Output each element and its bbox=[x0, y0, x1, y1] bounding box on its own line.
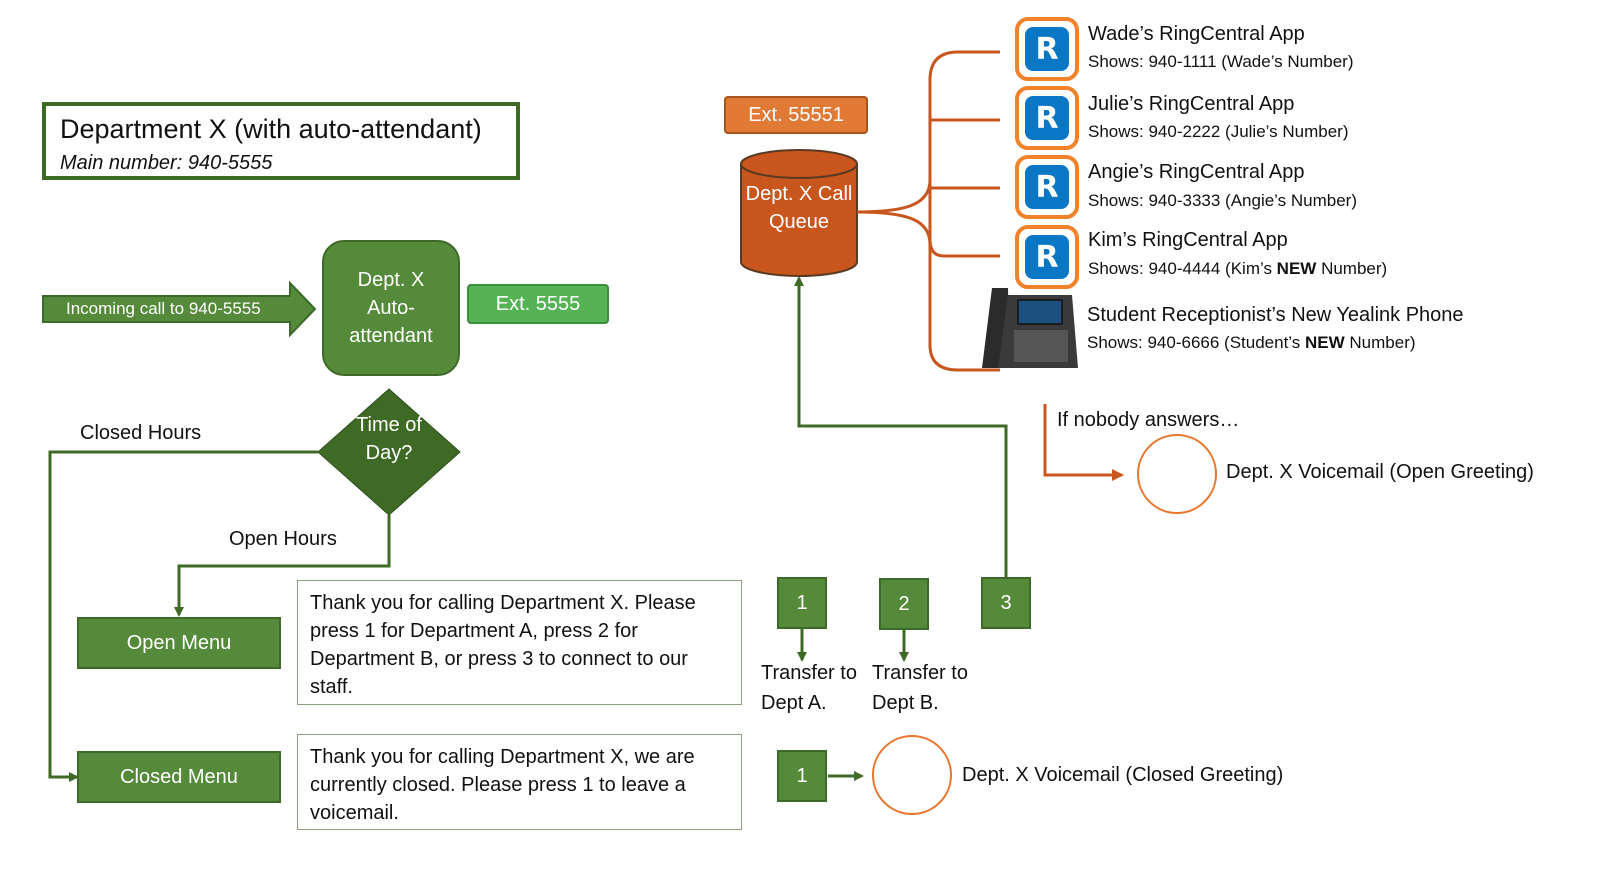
incoming-arrow bbox=[42, 280, 317, 338]
agent-3-name: Angie’s RingCentral App bbox=[1088, 161, 1305, 183]
desk-phone-icon bbox=[982, 288, 1078, 368]
option-3-key: 3 bbox=[981, 577, 1031, 629]
voicemail-closed-circle bbox=[872, 735, 952, 815]
decision-label: Time of Day? bbox=[356, 414, 422, 464]
no-answer-connector bbox=[1043, 404, 1124, 481]
incoming-call-label: Incoming call to 940-5555 bbox=[66, 299, 261, 318]
agent-1-name: Wade’s RingCentral App bbox=[1088, 23, 1305, 45]
ringcentral-app-icon: R bbox=[1015, 225, 1079, 289]
department-title-box: Department X (with auto-attendant) Main … bbox=[42, 102, 520, 180]
ringcentral-app-icon: R bbox=[1015, 155, 1079, 219]
agent-2-number: Shows: 940-2222 (Julie’s Number) bbox=[1088, 122, 1349, 141]
voicemail-closed-label: Dept. X Voicemail (Closed Greeting) bbox=[962, 764, 1284, 786]
agent-1-number: Shows: 940-1111 (Wade’s Number) bbox=[1088, 52, 1354, 71]
agent-5-number: Shows: 940-6666 (Student’s NEW Number) bbox=[1087, 333, 1416, 352]
option-1-key: 1 bbox=[777, 577, 827, 629]
open-menu-node: Open Menu bbox=[77, 617, 281, 669]
auto-attendant-ext: Ext. 5555 bbox=[467, 284, 609, 324]
option-3-connector bbox=[794, 276, 1008, 577]
agent-4-number: Shows: 940-4444 (Kim’s NEW Number) bbox=[1088, 259, 1388, 278]
no-answer-label: If nobody answers… bbox=[1057, 409, 1240, 431]
option-2-key: 2 bbox=[879, 578, 929, 630]
voicemail-open-circle bbox=[1137, 434, 1217, 514]
ringcentral-app-icon: R bbox=[1015, 86, 1079, 150]
open-menu-message: Thank you for calling Department X. Plea… bbox=[297, 580, 742, 705]
auto-attendant-label: Dept. X Auto-attendant bbox=[349, 269, 433, 347]
voicemail-open-label: Dept. X Voicemail (Open Greeting) bbox=[1226, 461, 1534, 483]
closed-menu-message: Thank you for calling Department X, we a… bbox=[297, 734, 742, 830]
agent-2-name: Julie’s RingCentral App bbox=[1088, 93, 1295, 115]
open-hours-connector bbox=[174, 515, 391, 617]
option-1-target: Transfer to Dept A. bbox=[761, 662, 857, 714]
ringcentral-app-icon: R bbox=[1015, 17, 1079, 81]
queue-fanout-connector bbox=[856, 50, 1000, 372]
agent-4-name: Kim’s RingCentral App bbox=[1088, 229, 1288, 251]
option-2-target: Transfer to Dept B. bbox=[872, 662, 968, 714]
main-number: Main number: 940-5555 bbox=[60, 152, 273, 174]
department-title: Department X (with auto-attendant) bbox=[60, 114, 482, 144]
closed-hours-label: Closed Hours bbox=[80, 422, 202, 444]
agent-5-name: Student Receptionist’s New Yealink Phone bbox=[1087, 304, 1464, 326]
queue-ext: Ext. 55551 bbox=[724, 96, 868, 134]
queue-label: Dept. X Call Queue bbox=[745, 183, 853, 233]
closed-menu-node: Closed Menu bbox=[77, 751, 281, 803]
open-hours-label: Open Hours bbox=[229, 528, 337, 550]
call-queue-cylinder bbox=[740, 149, 858, 277]
agent-3-number: Shows: 940-3333 (Angie’s Number) bbox=[1088, 191, 1357, 210]
auto-attendant-node: Dept. X Auto-attendant bbox=[322, 240, 460, 376]
closed-option-key: 1 bbox=[777, 750, 827, 802]
closed-hours-connector bbox=[48, 450, 318, 782]
